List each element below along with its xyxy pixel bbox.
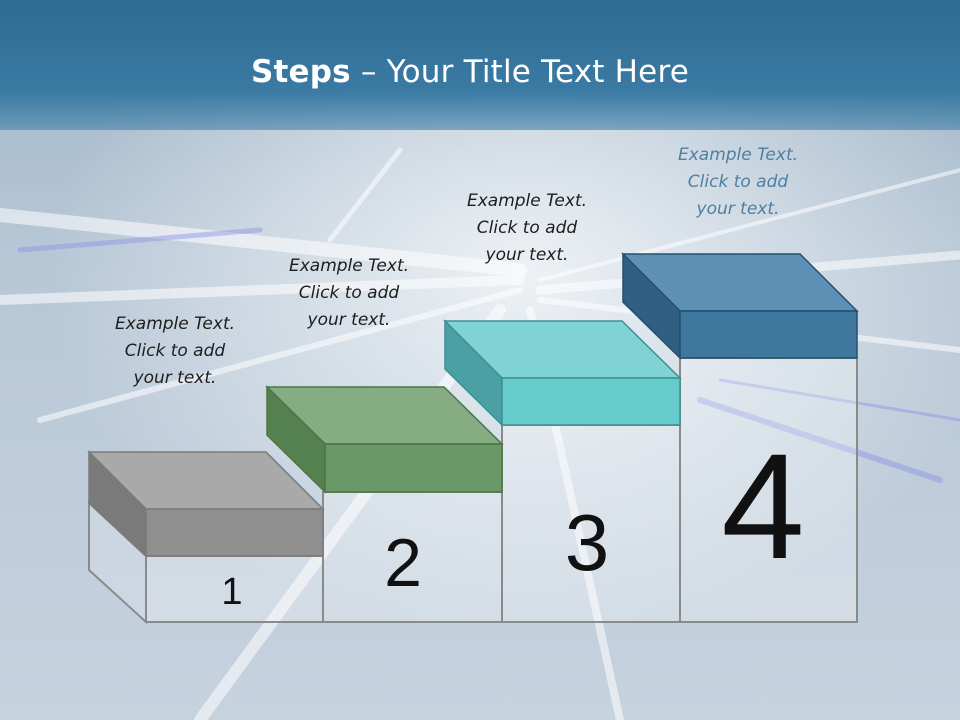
step-4-block-front [679, 310, 858, 359]
step-1-caption-line1: Example Text. [114, 314, 236, 334]
step-3-block-front [501, 377, 681, 426]
title-bar [0, 0, 960, 130]
step-3-number: 3 [565, 498, 610, 587]
step-4-caption-line1: Example Text. [677, 145, 799, 165]
step-2-block-front [324, 443, 503, 493]
title-rest: – Your Title Text Here [350, 54, 689, 90]
step-1-block-front [145, 508, 324, 557]
step-3-caption-line1: Example Text. [466, 191, 588, 211]
step-2-caption[interactable]: Example Text. Click to add your text. [264, 253, 434, 334]
step-2-caption-line1: Example Text. [288, 256, 410, 276]
step-4-caption-line2: Click to add [687, 172, 789, 192]
step-3-caption-line2: Click to add [476, 218, 578, 238]
step-2-number: 2 [384, 525, 422, 601]
title-bold: Steps [250, 54, 351, 90]
step-4-caption-line3: your text. [696, 199, 780, 219]
step-1-number: 1 [221, 571, 242, 613]
step-1-caption-line2: Click to add [124, 341, 226, 361]
step-2-caption-line3: your text. [307, 310, 391, 330]
step-1-caption[interactable]: Example Text. Click to add your text. [90, 311, 260, 392]
step-4-caption[interactable]: Example Text. Click to add your text. [653, 142, 823, 223]
step-4-number: 4 [721, 422, 804, 590]
step-3-caption-line3: your text. [485, 245, 569, 265]
step-2-caption-line2: Click to add [298, 283, 400, 303]
slide-title[interactable]: Steps – Your Title Text Here [0, 54, 940, 90]
step-3-caption[interactable]: Example Text. Click to add your text. [442, 188, 612, 269]
step-1-caption-line3: your text. [133, 368, 217, 388]
